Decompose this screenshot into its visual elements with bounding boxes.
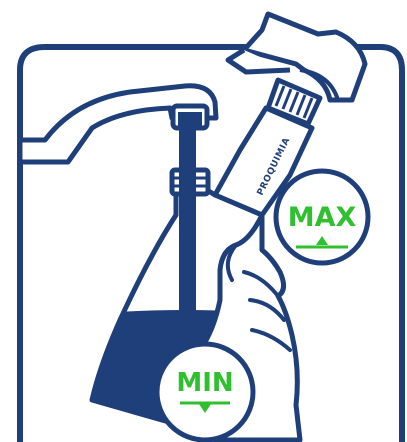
max-label: MAX (288, 202, 357, 233)
min-indicator: MIN (157, 344, 253, 440)
min-label: MIN (176, 368, 233, 398)
max-indicator: MAX (276, 171, 368, 263)
bottle-mouth (172, 170, 208, 194)
